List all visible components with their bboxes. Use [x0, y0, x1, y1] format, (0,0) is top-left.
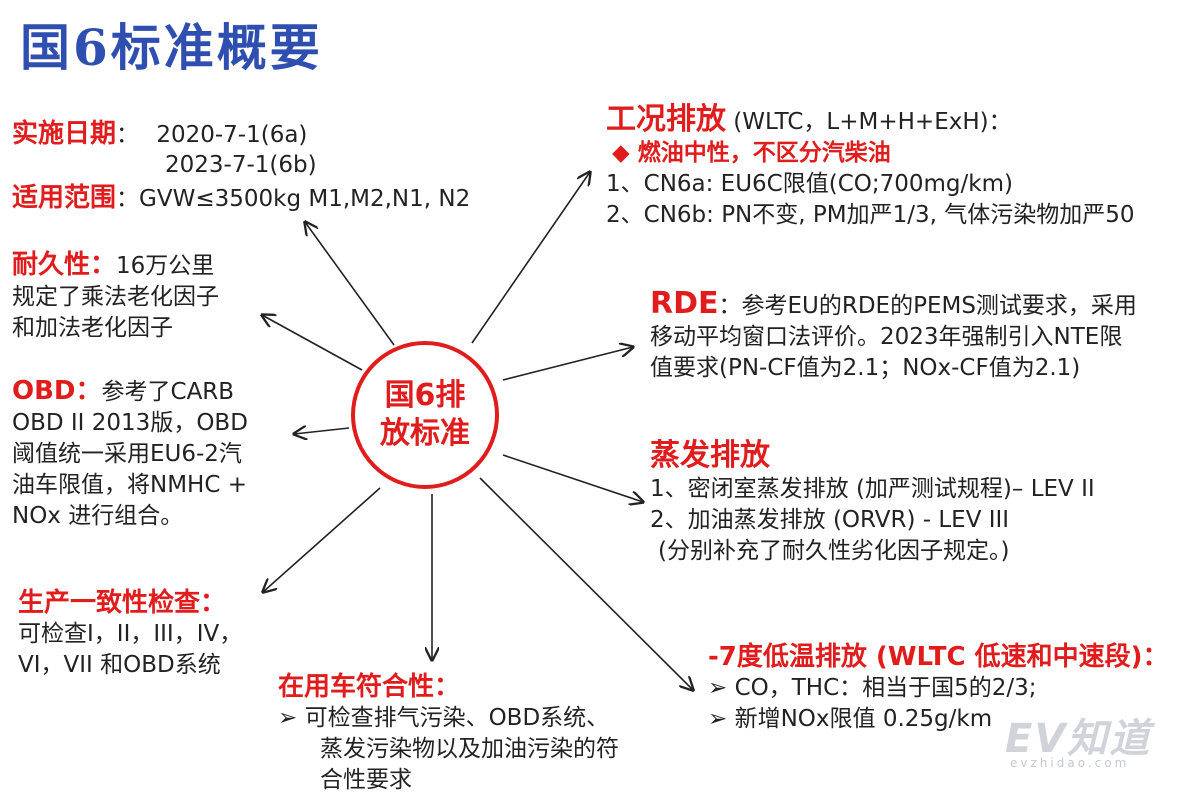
arrow-to-cold — [479, 477, 693, 690]
durability-line1: 16万公里 — [116, 253, 215, 279]
cold-label: -7度低温排放 (WLTC 低速和中速段)： — [708, 642, 1169, 672]
obd-label: OBD： — [12, 376, 102, 406]
wltc-text: (WLTC，L+M+H+ExH)： — [726, 109, 1012, 135]
evap-line1: 1、密闭室蒸发排放 (加严测试规程)– LEV II — [650, 476, 1095, 502]
cop-label: 生产一致性检查： — [18, 588, 227, 618]
durability-block: 耐久性：16万公里 规定了乘法老化因子 和加法老化因子 — [12, 250, 219, 344]
evap-block: 蒸发排放 1、密闭室蒸发排放 (加严测试规程)– LEV II 2、加油蒸发排放… — [650, 438, 1095, 567]
impl-date-sep: ： — [116, 122, 140, 148]
arrow-to-rde — [502, 347, 633, 381]
obd-line1: 参考了CARB — [101, 379, 235, 405]
durability-line3: 和加法老化因子 — [12, 315, 173, 341]
obd-line4: 油车限值，将NMHC + — [12, 472, 247, 498]
cop-line1: 可检查I，II，III，IV， — [18, 621, 243, 647]
cold-line1: ➢ CO，THC：相当于国5的2/3; — [708, 675, 1037, 701]
rde-line3: 值要求(PN-CF值为2.1；NOx-CF值为2.1) — [650, 355, 1081, 381]
cold-block: -7度低温排放 (WLTC 低速和中速段)： ➢ CO，THC：相当于国5的2/… — [708, 642, 1169, 735]
obd-block: OBD：参考了CARB OBD II 2013版，OBD 阈值统一采用EU6-2… — [12, 376, 248, 532]
in-use-line2: 蒸发污染物以及加油污染的符 — [320, 736, 619, 762]
in-use-line3: 合性要求 — [320, 767, 412, 793]
obd-line2: OBD II 2013版，OBD — [12, 410, 248, 436]
durability-line2: 规定了乘法老化因子 — [12, 284, 219, 310]
obd-line5: NOx 进行组合。 — [12, 503, 184, 529]
arrow-to-evap — [502, 454, 643, 502]
in-use-label: 在用车符合性： — [278, 672, 461, 702]
in-use-line1: ➢ 可检查排气污染、OBD系统、 — [278, 705, 610, 731]
center-node: 国6排 放标准 — [351, 341, 499, 489]
wltc-line2: 2、CN6b: PN不变, PM加严1/3, 气体污染物加严50 — [606, 202, 1135, 228]
cop-block: 生产一致性检查： 可检查I，II，III，IV， VI，VII 和OBD系统 — [18, 588, 242, 681]
scope-block: 适用范围：GVW≤3500kg M1,M2,N1, N2 — [12, 183, 470, 215]
evap-line3: (分别补充了耐久性劣化因子规定。) — [658, 538, 1010, 564]
impl-date-6b: 2023-7-1(6b) — [165, 152, 317, 178]
watermark-logo: EV知道 — [1005, 716, 1152, 762]
wltc-line1: 1、CN6a: EU6C限值(CO;700mg/km) — [606, 171, 1013, 197]
arrow-to-wltc — [471, 172, 590, 344]
arrow-to-cop — [263, 487, 381, 592]
rde-line2: 移动平均窗口法评价。2023年强制引入NTE限 — [650, 324, 1123, 350]
arrow-to-obd — [294, 428, 350, 434]
page-title: 国6标准概要 — [20, 18, 323, 77]
impl-date-label: 实施日期 — [12, 119, 117, 149]
arrow-to-scope — [305, 222, 395, 346]
rde-label: RDE — [650, 286, 719, 321]
center-label: 国6排 放标准 — [380, 378, 470, 451]
cold-line2: ➢ 新增NOx限值 0.25g/km — [708, 706, 993, 732]
arrow-to-durability — [262, 315, 363, 371]
impl-date-block: 实施日期： 2020-7-1(6a) — [12, 119, 307, 151]
cop-line2: VI，VII 和OBD系统 — [18, 652, 221, 678]
in-use-block: 在用车符合性： ➢ 可检查排气污染、OBD系统、 蒸发污染物以及加油污染的符 合… — [278, 672, 619, 796]
rde-line1: ：参考EU的RDE的PEMS测试要求，采用 — [718, 293, 1137, 319]
evap-label: 蒸发排放 — [650, 438, 770, 473]
wltc-block: 工况排放 (WLTC，L+M+H+ExH)： ◆ 燃油中性，不区分汽柴油 1、C… — [606, 104, 1135, 231]
durability-label: 耐久性： — [12, 250, 117, 280]
obd-line3: 阈值统一采用EU6-2汽 — [12, 441, 242, 467]
wltc-sub: ◆ 燃油中性，不区分汽柴油 — [612, 140, 891, 166]
scope-text: ：GVW≤3500kg M1,M2,N1, N2 — [116, 186, 471, 212]
evap-line2: 2、加油蒸发排放 (ORVR) - LEV III — [650, 507, 1010, 533]
rde-block: RDE：参考EU的RDE的PEMS测试要求，采用 移动平均窗口法评价。2023年… — [650, 288, 1137, 384]
wltc-label: 工况排放 — [606, 102, 726, 137]
watermark-url: evzhidao.com — [1010, 756, 1130, 770]
impl-date-6a: 2020-7-1(6a) — [156, 122, 308, 148]
scope-label: 适用范围 — [12, 183, 117, 213]
